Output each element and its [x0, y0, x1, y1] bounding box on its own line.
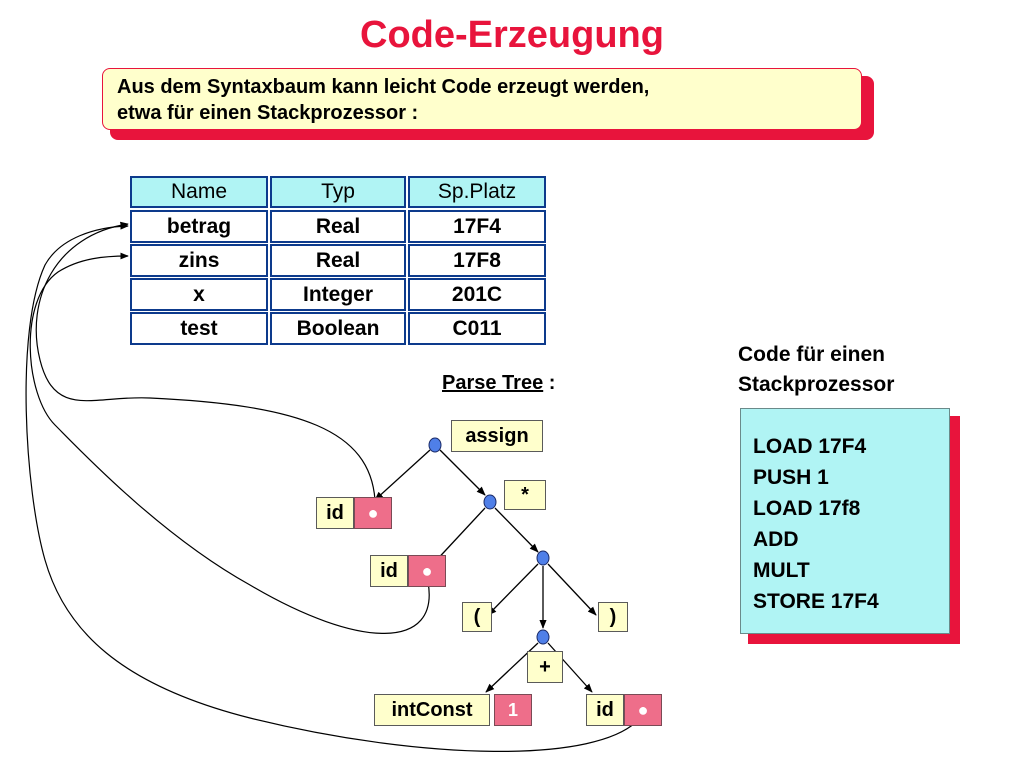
table-cell: C011	[408, 312, 546, 345]
tree-node-expr	[536, 550, 550, 566]
table-header-spplatz: Sp.Platz	[408, 176, 546, 208]
tree-edge	[487, 563, 539, 616]
table-cell: Real	[270, 244, 406, 277]
tree-edge	[374, 449, 431, 501]
intro-line-2: etwa für einen Stackprozessor :	[117, 102, 419, 124]
tree-edge	[439, 449, 486, 496]
parse-tree-title-colon: :	[548, 372, 556, 394]
node-label-assign: assign	[451, 420, 543, 452]
code-line: STORE 17F4	[753, 590, 879, 613]
table-cell: test	[130, 312, 268, 345]
table-header-name: Name	[130, 176, 268, 208]
node-label-mult: *	[504, 480, 546, 510]
node-label-id-2: id	[370, 555, 408, 587]
intconst-value-box: 1	[494, 694, 532, 726]
table-cell: Integer	[270, 278, 406, 311]
tree-node-assign	[428, 437, 442, 453]
code-line: LOAD 17F4	[753, 435, 867, 458]
table-cell: Real	[270, 210, 406, 243]
tree-edge	[547, 563, 597, 616]
code-box: LOAD 17F4 PUSH 1 LOAD 17f8 ADD MULT STOR…	[740, 408, 950, 634]
pointer-box-3: ●	[624, 694, 662, 726]
code-line: PUSH 1	[753, 466, 829, 489]
table-cell: x	[130, 278, 268, 311]
table-header-typ: Typ	[270, 176, 406, 208]
pointer-box-2: ●	[408, 555, 446, 587]
code-line: MULT	[753, 559, 810, 582]
intro-line-1: Aus dem Syntaxbaum kann leicht Code erze…	[117, 76, 650, 98]
pointer-curve-betrag	[35, 221, 376, 501]
node-label-rparen: )	[598, 602, 628, 632]
tree-node-plus	[536, 629, 550, 645]
node-label-id-3: id	[586, 694, 624, 726]
pointer-curve-betrag-2	[25, 222, 641, 752]
node-label-id-1: id	[316, 497, 354, 529]
pointer-box-1: ●	[354, 497, 392, 529]
table-cell: Boolean	[270, 312, 406, 345]
code-title-line-2: Stackprozessor	[738, 373, 895, 396]
table-cell: 17F4	[408, 210, 546, 243]
tree-edge	[494, 507, 539, 553]
code-title-line-1: Code für einen	[738, 343, 886, 366]
table-cell: zins	[130, 244, 268, 277]
table-cell: 201C	[408, 278, 546, 311]
table-cell: betrag	[130, 210, 268, 243]
code-line: ADD	[753, 528, 799, 551]
node-label-lparen: (	[462, 602, 492, 632]
code-line: LOAD 17f8	[753, 497, 861, 520]
tree-node-mult	[483, 494, 497, 510]
node-label-plus: +	[527, 651, 563, 683]
parse-tree-title: Parse Tree :	[442, 372, 555, 395]
table-cell: 17F8	[408, 244, 546, 277]
parse-tree-title-text: Parse Tree	[442, 372, 544, 394]
node-label-intconst: intConst	[374, 694, 490, 726]
code-title: Code für einen Stackprozessor	[738, 340, 894, 400]
page-title: Code-Erzeugung	[360, 14, 664, 56]
pointer-curve-zins	[29, 252, 430, 634]
intro-box: Aus dem Syntaxbaum kann leicht Code erze…	[102, 68, 862, 130]
